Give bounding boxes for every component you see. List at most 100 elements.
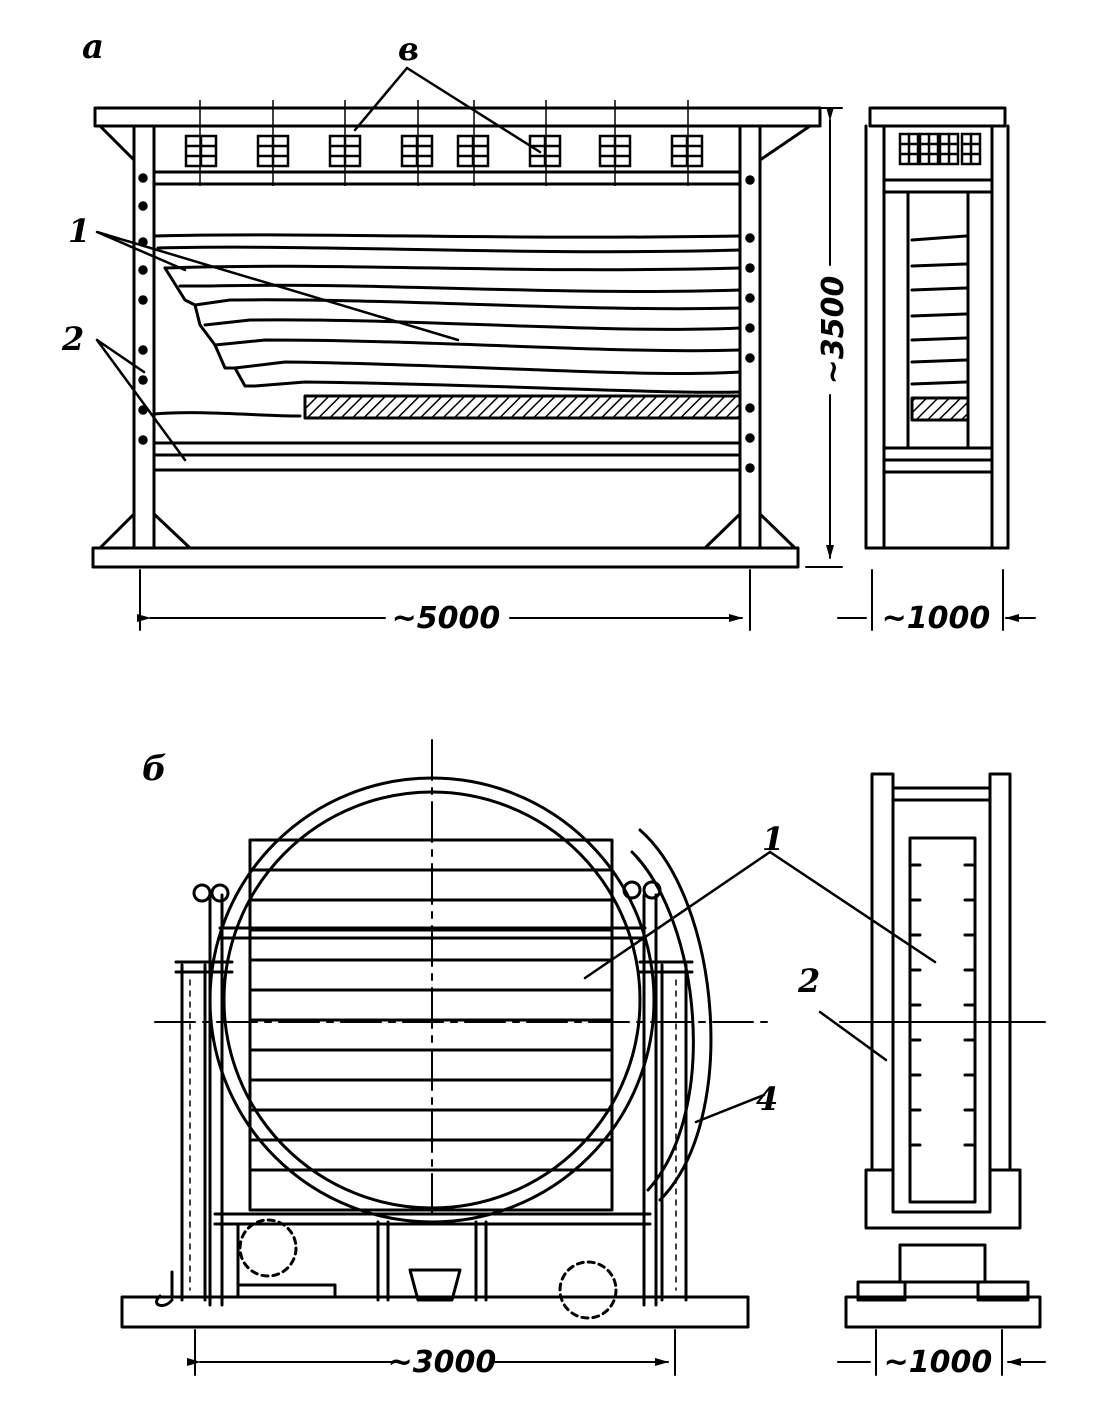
rivet bbox=[745, 463, 755, 473]
right-post-pulley bbox=[642, 880, 662, 900]
figure-b-front-view bbox=[120, 739, 776, 1329]
upper-rail bbox=[152, 170, 742, 186]
sheet-layer bbox=[178, 283, 742, 294]
dim-b-width-ext bbox=[194, 1329, 676, 1376]
leader-b-1 bbox=[583, 850, 772, 980]
hatched-stack bbox=[303, 394, 742, 420]
rivet bbox=[138, 173, 148, 183]
grille-box bbox=[670, 134, 704, 168]
right-column bbox=[738, 124, 762, 550]
sheet-ragged-edge bbox=[163, 266, 257, 388]
stack-lines bbox=[248, 868, 614, 1172]
gusset-bottom-right bbox=[703, 512, 797, 550]
callout-a-1: 1 bbox=[68, 212, 90, 250]
left-column bbox=[132, 124, 156, 550]
side-b-left-post bbox=[870, 772, 895, 1172]
right-outer-column bbox=[638, 960, 694, 1302]
side-b-right-post bbox=[988, 772, 1012, 1172]
grille-box bbox=[528, 134, 562, 168]
left-post-pulley bbox=[210, 883, 230, 903]
left-post bbox=[208, 893, 224, 1307]
side-b-u-frame bbox=[864, 1168, 1022, 1230]
rivet bbox=[138, 375, 148, 385]
rivet bbox=[138, 295, 148, 305]
side-top-beam bbox=[868, 106, 1007, 128]
dimension-lines bbox=[139, 107, 1046, 1376]
dim-b-width: ~3000 bbox=[388, 1345, 497, 1380]
grille-box bbox=[184, 134, 218, 168]
drive-housing bbox=[236, 1223, 337, 1299]
gusset-bottom-left bbox=[98, 512, 192, 550]
rivet bbox=[745, 433, 755, 443]
rivet bbox=[745, 293, 755, 303]
sheet-layer bbox=[213, 338, 742, 353]
grille-box bbox=[898, 132, 920, 166]
dim-b-depth: ~1000 bbox=[884, 1345, 993, 1380]
dim-b-depth-ext bbox=[875, 1329, 1003, 1376]
grille-box bbox=[938, 132, 960, 166]
gusset-top-left bbox=[98, 124, 136, 162]
leader-b-2 bbox=[818, 1010, 888, 1062]
grille-box bbox=[400, 134, 434, 168]
callout-b-1: 1 bbox=[762, 820, 784, 858]
dim-a-length: ~5000 bbox=[392, 601, 501, 636]
callout-v: в bbox=[398, 30, 419, 68]
base-plate bbox=[120, 1295, 750, 1329]
rivet bbox=[138, 345, 148, 355]
grille-box bbox=[918, 132, 940, 166]
figure-b-side-view bbox=[768, 772, 1046, 1329]
grille-box bbox=[456, 134, 490, 168]
leader-b-4 bbox=[694, 1093, 766, 1124]
top-beam bbox=[93, 106, 822, 128]
rivet bbox=[138, 435, 148, 445]
rivet bbox=[138, 237, 148, 247]
rivet bbox=[745, 263, 755, 273]
column-dashed bbox=[189, 979, 677, 1291]
base-feet bbox=[376, 1220, 488, 1302]
rivet bbox=[745, 323, 755, 333]
ring-inner bbox=[222, 790, 642, 1210]
panel-label-a: а bbox=[82, 27, 104, 67]
leader-2 bbox=[95, 338, 187, 462]
rivet bbox=[745, 353, 755, 363]
side-b-base bbox=[844, 1295, 1042, 1329]
rivet bbox=[138, 201, 148, 211]
leader-b-1-side bbox=[768, 850, 937, 964]
figure-a-side-view bbox=[864, 106, 1010, 550]
sheet-layer bbox=[253, 380, 742, 394]
side-sheets bbox=[910, 234, 968, 386]
panel-label-b: б bbox=[142, 749, 167, 789]
ventilation-grilles bbox=[138, 100, 982, 473]
rivet bbox=[745, 403, 755, 413]
dim-a-length-ext bbox=[139, 569, 751, 631]
sheet-layer bbox=[152, 233, 742, 239]
stack-top-bar bbox=[218, 926, 647, 940]
stack-bottom-bar bbox=[213, 1212, 652, 1226]
figure-a-front-view bbox=[91, 66, 822, 569]
stack-frame bbox=[248, 838, 614, 1212]
bottom-beam bbox=[91, 546, 800, 569]
right-drive-wheel bbox=[558, 1260, 618, 1320]
rivet bbox=[138, 405, 148, 415]
sheet-layer bbox=[163, 264, 742, 272]
side-b-ticks bbox=[910, 863, 975, 1147]
side-hatched-stack bbox=[910, 396, 970, 422]
side-rail bbox=[882, 178, 994, 194]
sheet-layer bbox=[203, 318, 742, 331]
hand-crank bbox=[155, 1270, 174, 1307]
dim-a-height-ext bbox=[805, 107, 843, 568]
sheet-layer bbox=[193, 298, 742, 311]
dim-a-height: ~3500 bbox=[816, 276, 851, 385]
side-frame bbox=[864, 124, 1010, 550]
leader-1 bbox=[95, 230, 460, 342]
leader-v bbox=[353, 66, 542, 154]
sheet-layer bbox=[156, 245, 742, 254]
right-post-pulley bbox=[622, 880, 642, 900]
left-outer-column bbox=[174, 960, 234, 1302]
rivet bbox=[745, 233, 755, 243]
rivet bbox=[138, 265, 148, 275]
callout-b-2: 2 bbox=[797, 962, 820, 1000]
gusset-top-right bbox=[758, 124, 812, 162]
lower-rail bbox=[152, 441, 742, 472]
